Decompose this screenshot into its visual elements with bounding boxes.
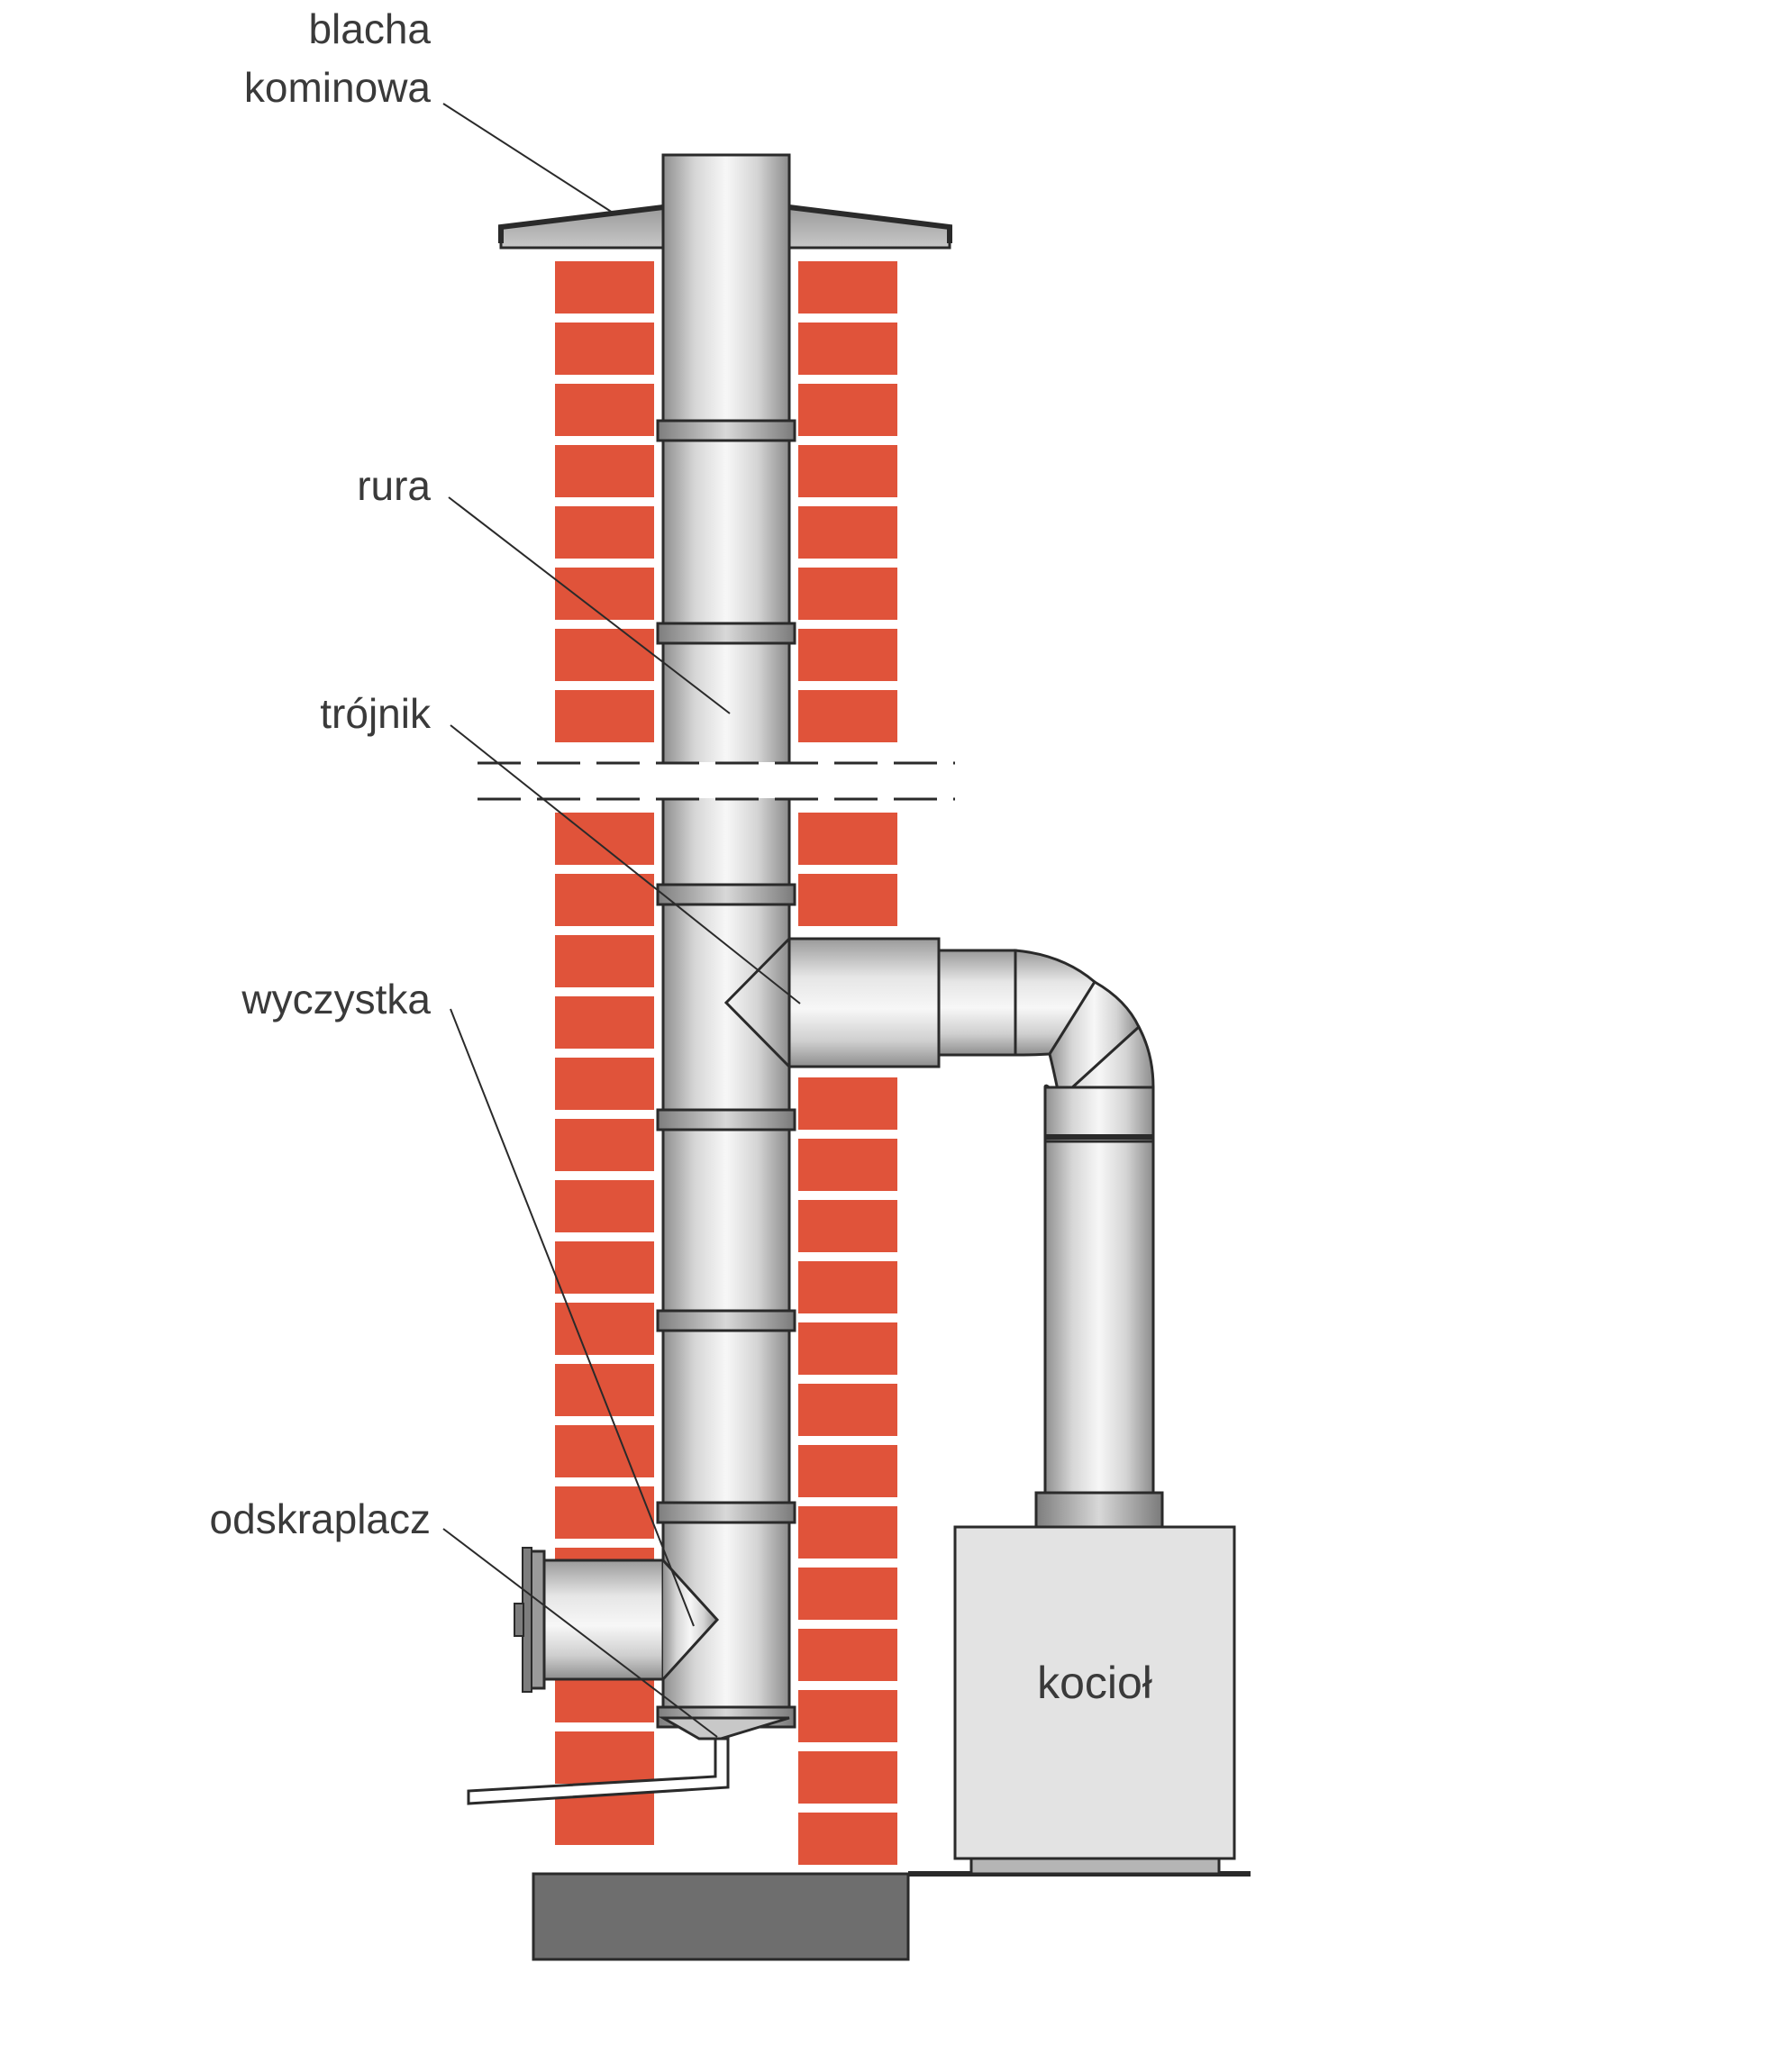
brick [798,1506,897,1559]
pipe-band [656,883,796,906]
brick [798,1568,897,1620]
leader-line-tee [450,724,801,1004]
elbow-connector [1014,949,1155,1143]
brick [798,1200,897,1252]
brick [798,1629,897,1681]
brick [555,1119,654,1171]
labels: blacha kominowa rura trójnik wyczystka o… [210,5,432,1542]
brick [798,1690,897,1742]
brick [798,690,897,742]
brick [555,1486,654,1539]
brick [555,1303,654,1355]
pipe-coupling-bands [656,419,796,1729]
boiler-connector-pipe [1034,1140,1164,1529]
label-condensate-trap: odskraplacz [210,1495,431,1542]
brick [798,1077,897,1130]
brick [798,1813,897,1865]
brick [798,1445,897,1497]
brick [798,1751,897,1804]
brick [555,629,654,681]
brick [555,1793,654,1845]
brick [555,506,654,559]
brick [798,384,897,436]
brick [555,1241,654,1294]
brick [798,261,897,314]
brick [798,629,897,681]
condensate-trap [467,1716,790,1805]
boiler-label: kocioł [1037,1658,1152,1708]
foundation-slab [532,1872,910,1961]
leader-line-pipe [448,496,731,714]
leader-lines [442,103,801,1738]
brick [555,1180,654,1232]
main-flue-pipe [661,153,791,1720]
brick [798,1322,897,1375]
label-cleanout: wyczystka [241,976,431,1022]
brick [798,568,897,620]
pipe-band [656,419,796,442]
brick [555,1731,654,1784]
brick [555,384,654,436]
brick [798,874,897,926]
boiler: kocioł [953,1525,1236,1876]
brick [555,996,654,1049]
brick [798,1261,897,1313]
brick [555,261,654,314]
brick [555,323,654,375]
brick-column-left [555,261,654,1845]
label-pipe: rura [357,462,431,509]
label-chimney-sheet-line1: blacha [308,5,431,52]
brick [555,1058,654,1110]
brick [798,323,897,375]
pipe-band [656,622,796,645]
brick [555,1425,654,1477]
pipe-band [656,1501,796,1524]
brick [555,445,654,497]
brick [555,1364,654,1416]
label-chimney-sheet-line2: kominowa [244,64,432,111]
label-tee: trójnik [320,690,432,737]
break-mark [476,761,980,801]
brick-column-right [798,261,897,1865]
brick [798,1139,897,1191]
brick [555,935,654,987]
pipe-band [656,1108,796,1131]
leader-line-trap [442,1528,718,1738]
brick [555,568,654,620]
brick [798,1384,897,1436]
brick [798,445,897,497]
cleanout-branch [514,1547,720,1693]
brick [555,690,654,742]
leader-line-sheet [442,103,614,214]
pipe-band [656,1309,796,1332]
tee-branch [723,937,1017,1068]
brick [798,813,897,865]
leader-line-cleanout [450,1008,695,1627]
brick [555,874,654,926]
brick [798,506,897,559]
